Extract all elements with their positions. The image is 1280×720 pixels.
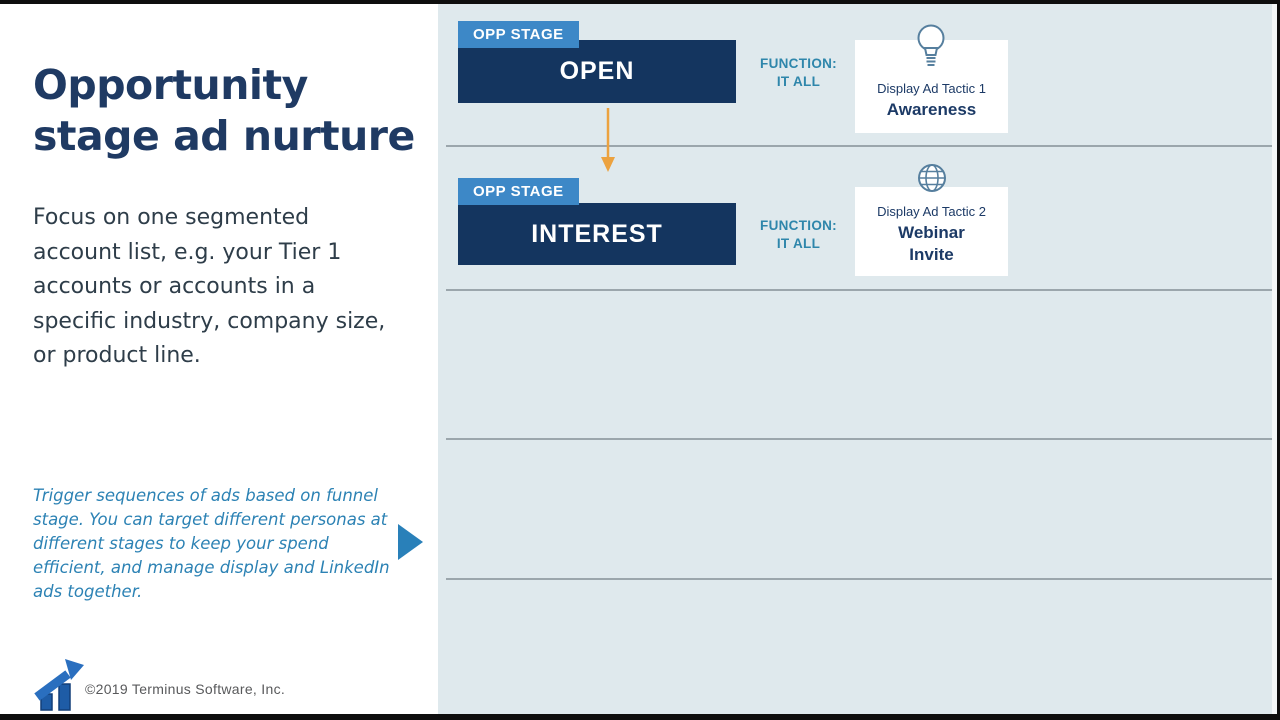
row-divider (446, 578, 1272, 580)
tactic-card-webinar-invite: Display Ad Tactic 2 Webinar Invite (855, 187, 1008, 276)
tactic-name: Webinar Invite (898, 223, 965, 264)
tactic-name: Awareness (886, 100, 977, 119)
body-paragraph: Focus on one segmented account list, e.g… (33, 205, 386, 368)
terminus-logo (32, 656, 84, 717)
down-arrow-icon (599, 108, 617, 179)
play-triangle-icon (398, 524, 423, 560)
function-value: IT ALL (776, 236, 821, 251)
stage-box-interest: INTEREST (458, 203, 736, 265)
bottom-letterbox-bar (0, 714, 1280, 720)
function-text-interest: FUNCTION: IT ALL (746, 217, 851, 253)
row-divider (446, 145, 1272, 147)
tactic-label: Display Ad Tactic 1 (877, 81, 986, 96)
stage-tab-open: OPP STAGE (458, 21, 579, 48)
top-letterbox-bar (0, 0, 1280, 4)
right-edge-strip (1272, 4, 1277, 714)
row-divider (446, 438, 1272, 440)
stage-tab-interest: OPP STAGE (458, 178, 579, 205)
function-label: FUNCTION: (760, 56, 837, 71)
copyright-text: ©2019 Terminus Software, Inc. (85, 681, 286, 697)
function-value: IT ALL (776, 74, 821, 89)
callout-paragraph: Trigger sequences of ads based on funnel… (33, 486, 390, 601)
page-title: Opportunity stage ad nurture (33, 60, 423, 162)
right-letterbox-bar (1277, 0, 1280, 720)
left-text-panel (0, 4, 438, 714)
function-label: FUNCTION: (760, 218, 837, 233)
row-divider (446, 289, 1272, 291)
page-title-line2: stage ad nurture (33, 112, 415, 160)
stage-box-open: OPEN (458, 40, 736, 103)
lightbulb-icon (912, 23, 950, 74)
tactic-label: Display Ad Tactic 2 (877, 204, 986, 219)
globe-icon (914, 160, 950, 201)
function-text-open: FUNCTION: IT ALL (746, 55, 851, 91)
page-title-line1: Opportunity (33, 61, 308, 109)
